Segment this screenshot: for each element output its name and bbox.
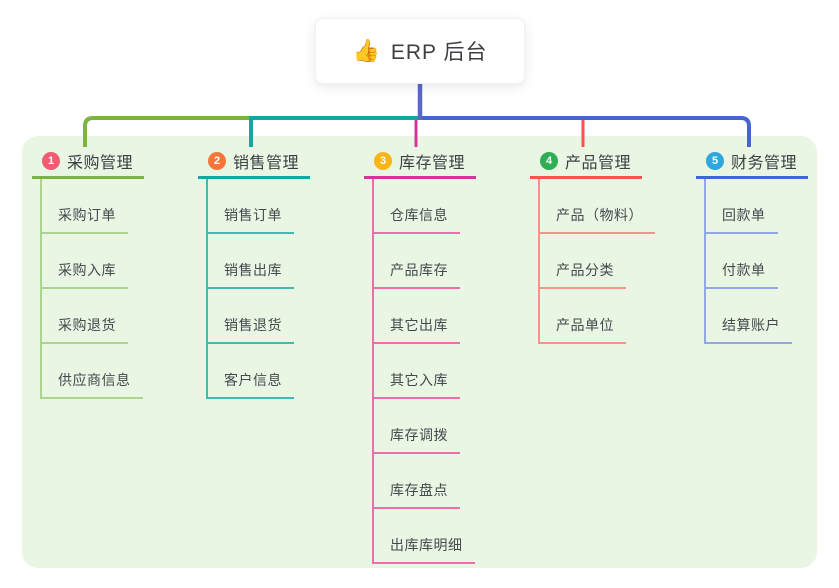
branch-number-badge: 5 [706, 152, 724, 170]
leaf-node[interactable]: 产品（物料） [538, 179, 655, 234]
leaf-node[interactable]: 采购订单 [40, 179, 144, 234]
leaf-node[interactable]: 结算账户 [704, 289, 808, 344]
branch-column-5: 5 财务管理 回款单付款单结算账户 [696, 148, 808, 344]
branch-node-1[interactable]: 1 采购管理 [32, 148, 144, 179]
branch-node-5[interactable]: 5 财务管理 [696, 148, 808, 179]
branches-panel [22, 136, 817, 568]
leaf-node-label: 销售出库 [206, 260, 294, 289]
leaf-node[interactable]: 产品单位 [538, 289, 655, 344]
leaf-node-label: 产品（物料） [538, 205, 655, 234]
branch-items: 采购订单采购入库采购退货供应商信息 [40, 179, 144, 399]
branch-number-badge: 3 [374, 152, 392, 170]
leaf-node-label: 库存调拨 [372, 425, 460, 454]
branch-node-2[interactable]: 2 销售管理 [198, 148, 310, 179]
leaf-node[interactable]: 销售订单 [206, 179, 310, 234]
leaf-node[interactable]: 供应商信息 [40, 344, 144, 399]
leaf-node-label: 采购订单 [40, 205, 128, 234]
branch-items: 回款单付款单结算账户 [704, 179, 808, 344]
branch-heading-label: 采购管理 [67, 155, 134, 172]
branch-items: 销售订单销售出库销售退货客户信息 [206, 179, 310, 399]
leaf-node-label: 供应商信息 [40, 370, 143, 399]
leaf-node[interactable]: 销售出库 [206, 234, 310, 289]
leaf-node-label: 其它入库 [372, 370, 460, 399]
leaf-node-label: 库存盘点 [372, 480, 460, 509]
branch-column-3: 3 库存管理 仓库信息产品库存其它出库其它入库库存调拨库存盘点出库库明细 [364, 148, 476, 564]
leaf-node-label: 出库库明细 [372, 535, 475, 564]
leaf-node[interactable]: 回款单 [704, 179, 808, 234]
leaf-node[interactable]: 采购退货 [40, 289, 144, 344]
leaf-node-label: 采购入库 [40, 260, 128, 289]
leaf-node[interactable]: 采购入库 [40, 234, 144, 289]
branch-node-4[interactable]: 4 产品管理 [530, 148, 642, 179]
leaf-node-label: 产品分类 [538, 260, 626, 289]
branch-items: 仓库信息产品库存其它出库其它入库库存调拨库存盘点出库库明细 [372, 179, 476, 564]
leaf-node-label: 销售订单 [206, 205, 294, 234]
branch-number-badge: 2 [208, 152, 226, 170]
leaf-node[interactable]: 产品分类 [538, 234, 655, 289]
leaf-node[interactable]: 付款单 [704, 234, 808, 289]
branch-items: 产品（物料） 产品分类产品单位 [538, 179, 655, 344]
leaf-node[interactable]: 仓库信息 [372, 179, 476, 234]
leaf-node[interactable]: 客户信息 [206, 344, 310, 399]
root-node-label: ERP 后台 [390, 41, 488, 64]
branch-number-badge: 1 [42, 152, 60, 170]
branch-heading-label: 销售管理 [233, 155, 300, 172]
root-node-erp[interactable]: 👍 ERP 后台 [315, 18, 525, 84]
branch-column-4: 4 产品管理 产品（物料） 产品分类产品单位 [530, 148, 655, 344]
leaf-node-label: 销售退货 [206, 315, 294, 344]
leaf-node-label: 产品库存 [372, 260, 460, 289]
branch-heading-label: 财务管理 [731, 155, 798, 172]
leaf-node-label: 回款单 [704, 205, 778, 234]
leaf-node[interactable]: 库存盘点 [372, 454, 476, 509]
leaf-node-label: 结算账户 [704, 315, 792, 344]
branch-heading-label: 库存管理 [399, 155, 466, 172]
branch-node-3[interactable]: 3 库存管理 [364, 148, 476, 179]
branch-heading-label: 产品管理 [565, 155, 632, 172]
leaf-node[interactable]: 库存调拨 [372, 399, 476, 454]
leaf-node[interactable]: 其它出库 [372, 289, 476, 344]
leaf-node-label: 付款单 [704, 260, 778, 289]
branch-number-badge: 4 [540, 152, 558, 170]
leaf-node[interactable]: 销售退货 [206, 289, 310, 344]
leaf-node-label: 产品单位 [538, 315, 626, 344]
leaf-node[interactable]: 出库库明细 [372, 509, 476, 564]
leaf-node-label: 仓库信息 [372, 205, 460, 234]
leaf-node-label: 采购退货 [40, 315, 128, 344]
leaf-node[interactable]: 其它入库 [372, 344, 476, 399]
leaf-node[interactable]: 产品库存 [372, 234, 476, 289]
branch-column-2: 2 销售管理 销售订单销售出库销售退货客户信息 [198, 148, 310, 399]
leaf-node-label: 客户信息 [206, 370, 294, 399]
leaf-node-label: 其它出库 [372, 315, 460, 344]
thumbs-up-icon: 👍 [352, 38, 381, 63]
branch-column-1: 1 采购管理 采购订单采购入库采购退货供应商信息 [32, 148, 144, 399]
